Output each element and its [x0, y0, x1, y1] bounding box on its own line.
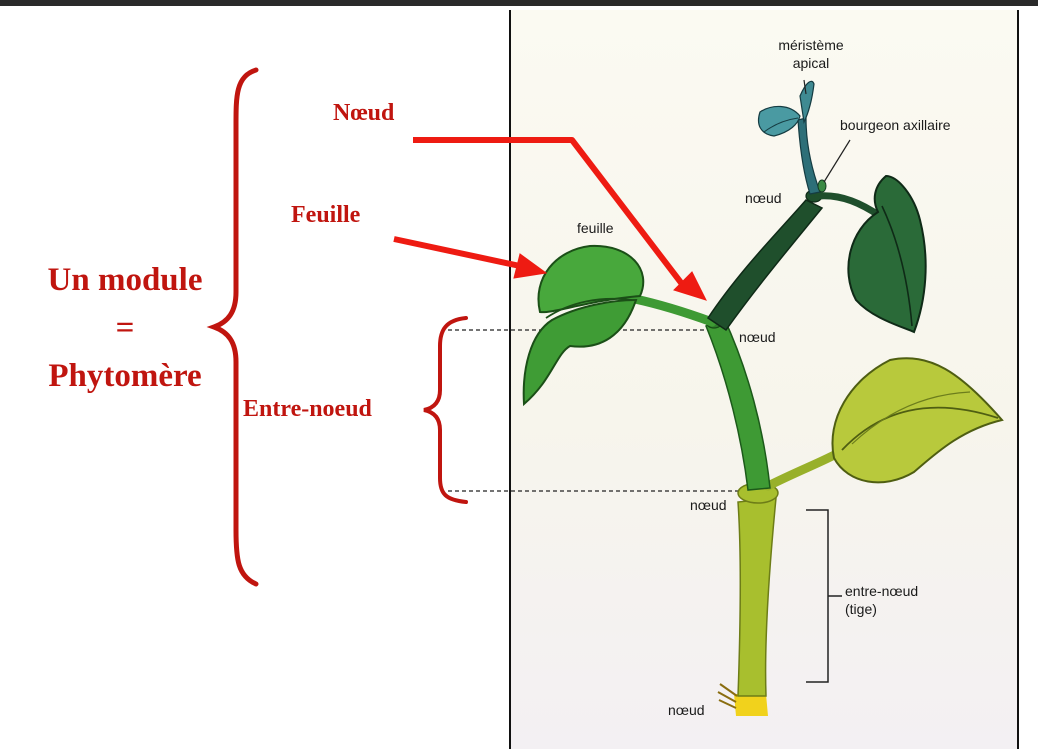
upper-petiole [818, 196, 880, 216]
lower-stem [738, 498, 776, 696]
feuille-label: feuille [577, 221, 614, 236]
noeud-lower-label: nœud [690, 498, 727, 513]
upper-stem [708, 200, 822, 330]
feuille-annotation: Feuille [291, 202, 360, 229]
lower-leaf [832, 358, 1002, 482]
lower-petiole [768, 452, 840, 486]
entre-noeud-brace [424, 318, 466, 502]
root-base [734, 694, 768, 716]
entre-noeud-annotation: Entre-noeud [243, 396, 372, 423]
noeud-top-label: nœud [745, 191, 782, 206]
apical-bud [800, 81, 814, 122]
noeud-annotation: Nœud [333, 100, 394, 127]
entre-noeud-label-line1: entre-nœud [845, 584, 918, 599]
stem-bracket [806, 510, 842, 682]
meristeme-label-line1: méristème [775, 38, 847, 53]
module-title-line3: Phytomère [20, 358, 230, 395]
bourgeon-label: bourgeon axillaire [840, 118, 951, 133]
root-hairs [718, 684, 737, 708]
apical-shoot [798, 118, 820, 194]
bourgeon-pointer [824, 140, 850, 182]
noeud-bottom-label: nœud [668, 703, 705, 718]
meristeme-label-line2: apical [775, 56, 847, 71]
entre-noeud-label-line2: (tige) [845, 602, 877, 617]
noeud-mid-label: nœud [739, 330, 776, 345]
feuille-arrow [394, 239, 546, 278]
middle-petiole [630, 298, 712, 322]
module-title-equals: = [20, 310, 230, 347]
upper-leaf [848, 176, 925, 332]
module-title-line1: Un module [20, 262, 230, 299]
middle-leaf-lower [524, 300, 636, 404]
